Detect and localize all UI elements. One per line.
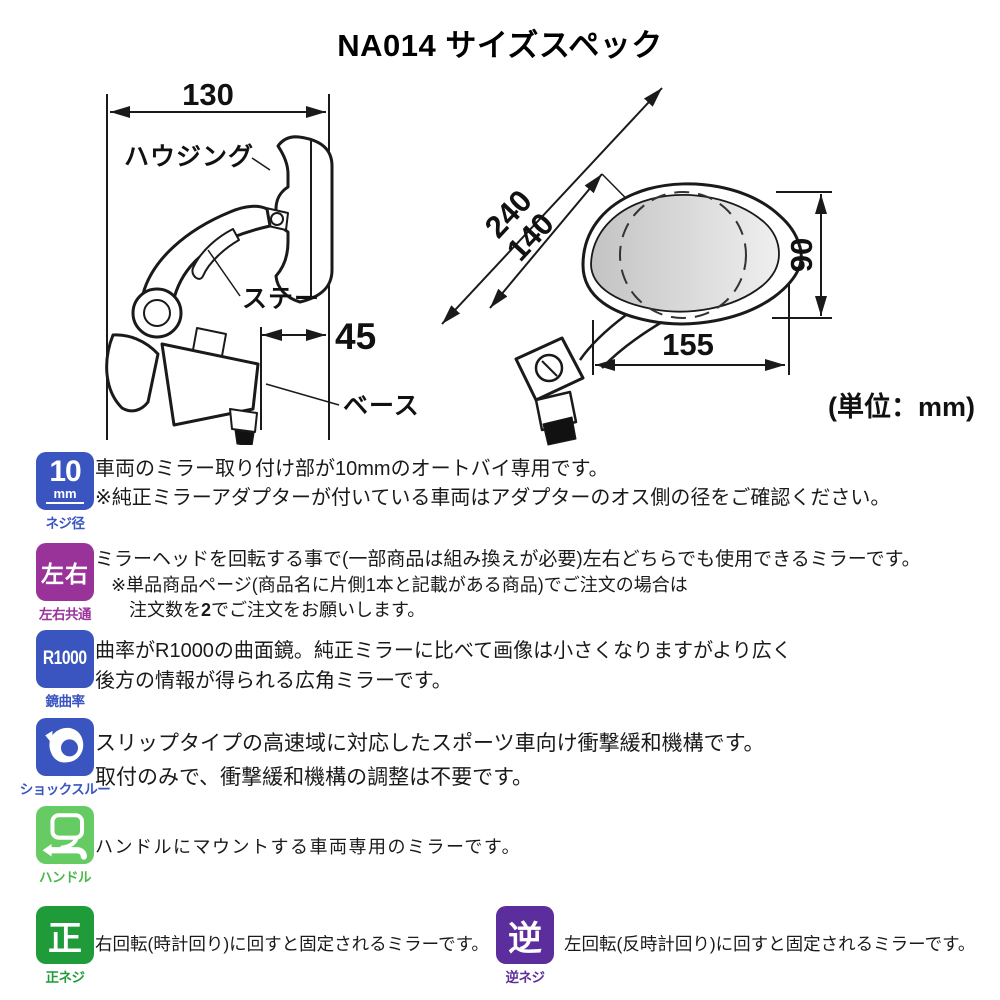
leader-lines [207, 157, 340, 406]
shock-text-line2: 取付のみで、衝撃緩和機構の調整は不要です。 [95, 766, 534, 789]
normal-thread-caption: 正ネジ [45, 970, 86, 985]
handle-text-line1: ハンドルにマウントする車両専用のミラーです。 [95, 837, 522, 857]
screw-text-line1: 車両のミラー取り付け部が10mmのオートバイ専用です。 [95, 458, 609, 480]
handle-mount-badge [36, 806, 94, 864]
left-right-badge: 左右 [36, 543, 94, 601]
badge-10-text: 10 [49, 455, 81, 489]
mirror-top-drawing [514, 182, 803, 446]
normal-thread-text: 右回転(時計回り)に回すと固定されるミラーです。 [95, 934, 489, 954]
page-title: NA014 サイズスペック [337, 28, 663, 63]
stay-label: ステー [242, 285, 320, 313]
screw-diameter-caption: ネジ径 [45, 516, 86, 531]
dim-90-label: 90 [784, 238, 819, 272]
badge-sei-text: 正 [48, 919, 82, 958]
dimension-lines [441, 87, 832, 375]
unit-note: (単位：mm) [828, 391, 975, 422]
leftright-text-line1: ミラーヘッドを回転する事で(一部商品は組み換えが必要)左右どちらでも使用できるミ… [95, 549, 921, 570]
curvature-text-line2: 後方の情報が得られる広角ミラーです。 [95, 670, 452, 692]
curvature-text-line1: 曲率がR1000の曲面鏡。純正ミラーに比べて画像は小さくなりますがより広く [95, 640, 792, 662]
badge-mm-text: mm [46, 486, 84, 504]
badge-r1000-text: R1000 [43, 648, 87, 669]
side-view-diagram: 130 45 ハウジング ステー ベース [80, 77, 440, 450]
base-label: ベース [343, 392, 420, 420]
reverse-thread-caption: 逆ネジ [505, 970, 546, 985]
leftright-text-line3: 注文数を2でご注文をお願いします。 [129, 600, 426, 620]
screw-diameter-badge: 10 mm [36, 452, 94, 510]
shock-through-caption: ショックスルー [19, 782, 111, 797]
housing-label: ハウジング [124, 143, 254, 171]
dim-130-label: 130 [182, 78, 234, 112]
badge-gyaku-text: 逆 [508, 919, 542, 958]
top-view-diagram: 240 140 90 155 (単位：mm) [430, 68, 995, 458]
handle-mount-caption: ハンドル [39, 870, 92, 885]
screw-text-line2: ※純正ミラーアダプターが付いている車両はアダプターのオス側の径をご確認ください。 [95, 487, 891, 509]
left-right-caption: 左右共通 [39, 607, 92, 622]
shock-through-icon [45, 727, 84, 763]
leftright-text-line2: ※単品商品ページ(商品名に片側1本と記載がある商品)でご注文の場合は [111, 575, 688, 595]
handlebar-mirror-icon [42, 813, 87, 860]
dim-45-label: 45 [335, 316, 376, 357]
reverse-thread-badge: 逆 [496, 906, 554, 964]
shock-through-badge [36, 718, 94, 776]
shock-text-line1: スリップタイプの高速域に対応したスポーツ車向け衝撃緩和機構です。 [95, 732, 765, 755]
dim-155-label: 155 [662, 327, 714, 362]
reverse-thread-text: 左回転(反時計回り)に回すと固定されるミラーです。 [564, 934, 976, 954]
mirror-side-drawing [105, 135, 334, 447]
curvature-caption: 鏡曲率 [45, 694, 86, 709]
badge-sayuu-text: 左右 [41, 561, 89, 587]
curvature-badge: R1000 [36, 630, 94, 688]
normal-thread-badge: 正 [36, 906, 94, 964]
